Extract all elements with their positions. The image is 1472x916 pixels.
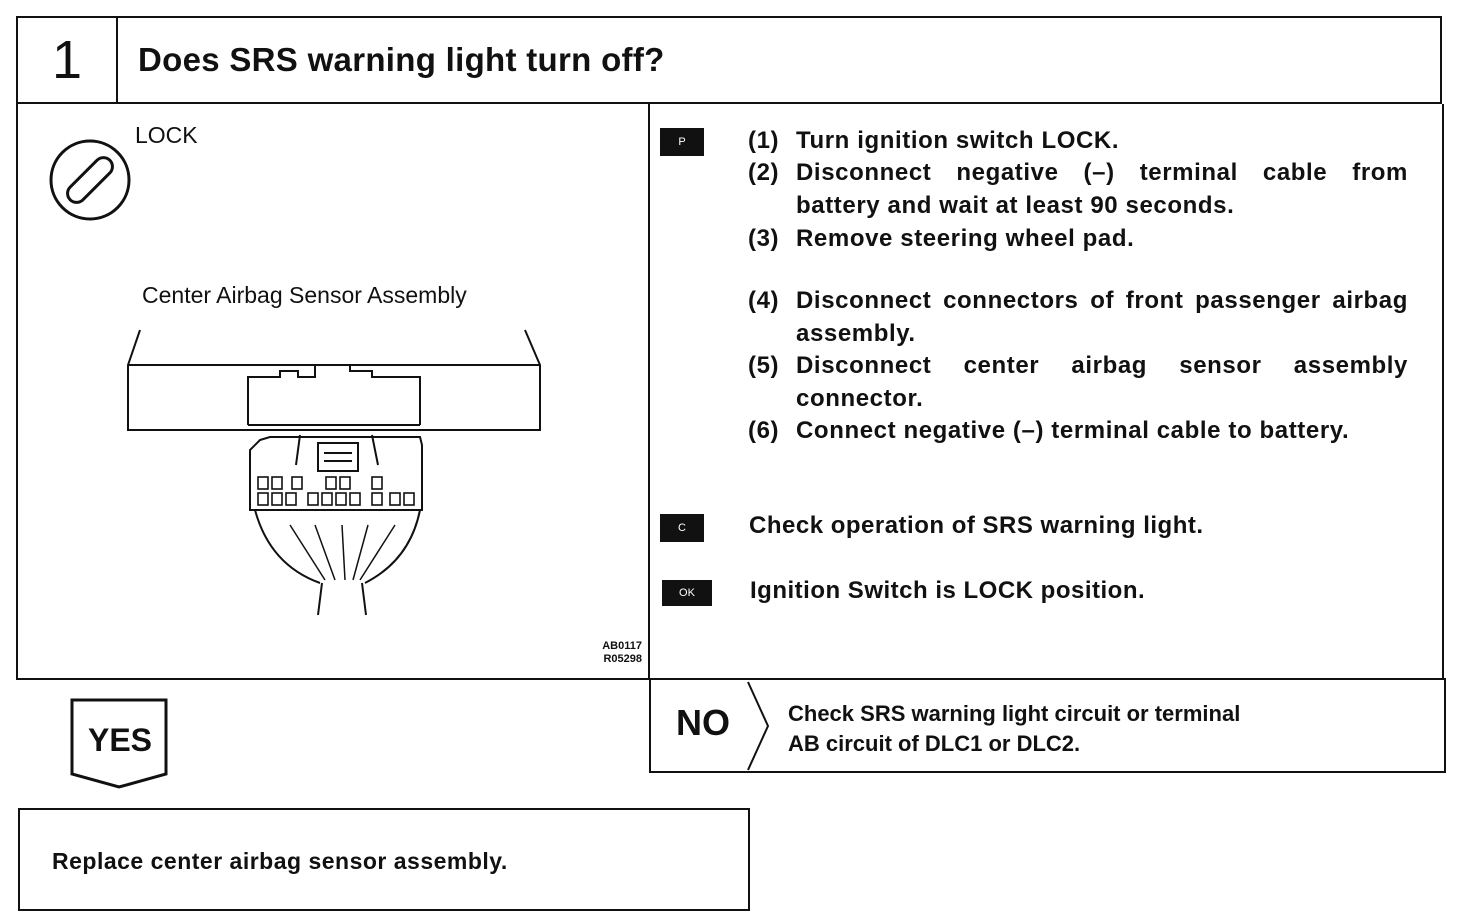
procedure-step-1: (1)Turn ignition switch LOCK. (748, 127, 1120, 154)
step-header: 1 Does SRS warning light turn off? (16, 16, 1442, 104)
yes-label: YES (87, 722, 153, 758)
no-result-text: Check SRS warning light circuit or termi… (788, 701, 1241, 756)
procedure-step-5: (5)Disconnect center airbag sensor assem… (748, 352, 1408, 412)
no-label: NO (676, 702, 730, 743)
no-arrow-icon (747, 681, 770, 771)
check-text: Check operation of SRS warning light. (749, 512, 1204, 539)
procedure-step-3: (3)Remove steering wheel pad. (748, 225, 1135, 252)
step-number: 1 (18, 18, 118, 102)
body-divider (648, 104, 650, 680)
check-badge: C (660, 514, 704, 542)
figure-codes: AB0117 R05298 (602, 640, 642, 665)
ignition-lock-icon (49, 139, 131, 221)
procedure-step-6: (6)Connect negative (–) terminal cable t… (748, 417, 1350, 444)
no-result-box (649, 678, 1446, 773)
yes-arrow-icon (70, 698, 168, 789)
airbag-sensor-connector-drawing (127, 329, 541, 616)
ok-condition-text: Ignition Switch is LOCK position. (750, 577, 1146, 604)
step-body (16, 104, 1444, 680)
yes-result-text: Replace center airbag sensor assembly. (52, 848, 508, 874)
yes-result-box (18, 808, 750, 911)
lock-label: LOCK (135, 122, 198, 148)
procedure-step-4: (4)Disconnect connectors of front passen… (748, 287, 1408, 347)
step-title: Does SRS warning light turn off? (138, 41, 665, 78)
procedure-step-2: (2)Disconnect negative (–) terminal cabl… (748, 159, 1408, 219)
prepare-badge: P (660, 128, 704, 156)
ok-badge: OK (662, 580, 712, 606)
sensor-label: Center Airbag Sensor Assembly (142, 282, 467, 308)
